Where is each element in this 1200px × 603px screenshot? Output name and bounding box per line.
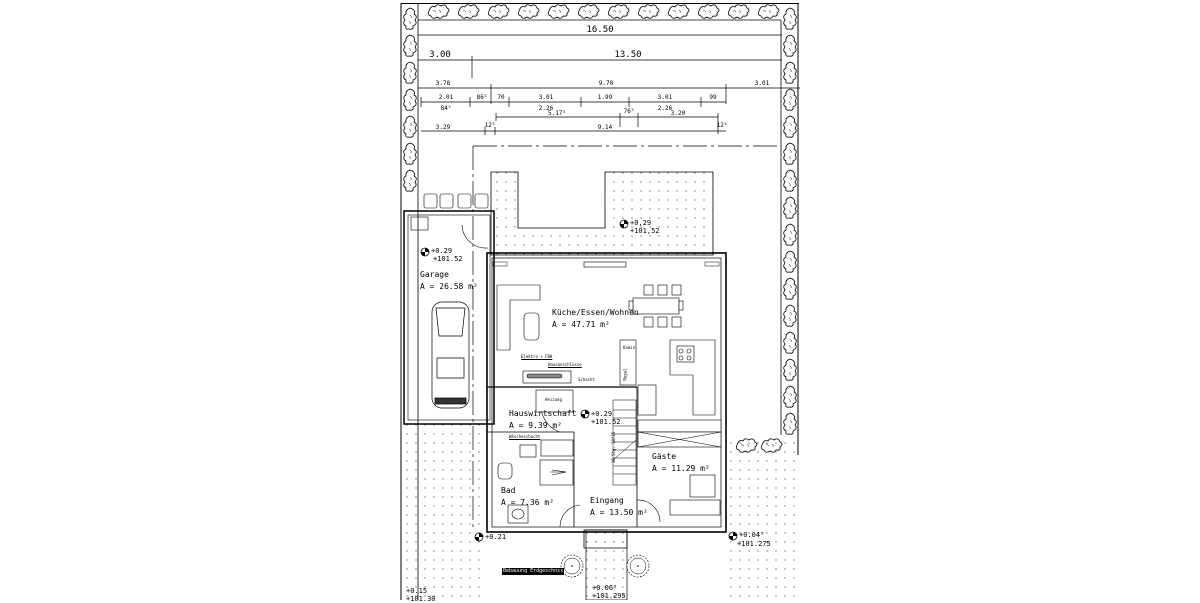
drawing-title-box: Bebauung Erdgeschoss xyxy=(502,568,565,575)
annotation-hausanschluss: Hausanschlüsse xyxy=(548,362,582,367)
room-garage-name: Garage xyxy=(420,270,449,279)
dim-row3-c: 70 xyxy=(497,94,505,101)
level-garage-1: +0.29 xyxy=(431,247,453,255)
level-corner-right-1: +0.04⁵ xyxy=(739,531,765,539)
dim-row3sub-b: 2.26 xyxy=(538,105,554,112)
dim-row3sub-d: 76⁵ xyxy=(623,108,635,115)
dim-row2-a: 3.78 xyxy=(435,80,451,87)
level-hall-2: +101.52 xyxy=(591,418,621,426)
annotation-stairs: 16 Stg. 18/25 xyxy=(611,431,617,464)
level-terrace-2: +101,52 xyxy=(630,227,660,235)
level-garage-2: +101.52 xyxy=(433,255,463,263)
dim-row3-f: 3.01 xyxy=(657,94,673,101)
annotation-elektro: Elektro + FBH xyxy=(521,354,553,359)
terrace-area xyxy=(400,171,798,600)
dim-row3sub-e: 2.26 xyxy=(657,105,673,112)
room-bath-name: Bad xyxy=(501,486,516,495)
car-icon xyxy=(431,301,470,409)
dim-row1-a: 3.00 xyxy=(429,50,451,60)
room-kitchen-name: Küche/Essen/Wohnen xyxy=(552,308,639,317)
level-terrace-1: +0,29 xyxy=(630,219,652,227)
garage-walls xyxy=(403,210,495,425)
dim-row3-d: 3.01 xyxy=(538,94,554,101)
dim-overall: 16.50 xyxy=(586,25,614,35)
annotation-schacht: Schacht xyxy=(578,377,595,382)
room-garage-area: A = 26.58 m² xyxy=(420,282,478,291)
level-hall-1: +0.29 xyxy=(591,410,613,418)
dim-row2-c: 3.01 xyxy=(754,80,770,87)
dim-row3-b: 86⁵ xyxy=(476,94,488,101)
dim-row4-c: 9.14 xyxy=(597,124,613,131)
room-entrance-area: A = 13.50 m² xyxy=(590,508,648,517)
level-bottom-left-1: +0.15 xyxy=(406,587,428,595)
room-entrance-name: Eingang xyxy=(590,496,624,505)
dim-row4-b: 12⁵ xyxy=(484,122,496,129)
dim-row3sub-f: 3.20 xyxy=(670,110,686,117)
dim-row4-a: 3.29 xyxy=(435,124,451,131)
dim-row3sub-c: 5.17⁵ xyxy=(547,110,567,117)
level-corner-right-2: +101.275 xyxy=(737,540,771,548)
annotation-heizung: Heizung xyxy=(545,397,562,402)
staircase xyxy=(612,399,637,486)
dim-row3sub-a: 84⁵ xyxy=(440,105,452,112)
level-path-2: +101.295 xyxy=(592,592,626,600)
level-path-1: +0.06⁵ xyxy=(592,584,618,592)
dim-row2-b: 9.70 xyxy=(598,80,614,87)
annotation-waescheschacht: Wäscheschacht xyxy=(509,434,541,439)
room-guest-area: A = 11.29 m² xyxy=(652,464,710,473)
dim-row4-d: 12⁵ xyxy=(716,122,728,129)
level-corner-left: +0.21 xyxy=(485,533,507,541)
waste-bins xyxy=(423,193,489,209)
room-kitchen-area: A = 47.71 m² xyxy=(552,320,610,329)
furniture xyxy=(496,284,722,524)
room-utility-area: A = 9.39 m² xyxy=(509,421,562,430)
dimension-lines xyxy=(418,34,800,530)
dim-row3-a: 2.01 xyxy=(438,94,454,101)
room-bath-area: A = 7.36 m² xyxy=(501,498,554,507)
annotation-regal: Regal xyxy=(622,368,628,381)
dim-row3-e: 1.99 xyxy=(597,94,613,101)
room-guest-name: Gäste xyxy=(652,452,677,461)
annotation-kamin: Kamin xyxy=(623,345,636,350)
dim-row1-b: 13.50 xyxy=(614,50,642,60)
dim-row3-g: 99 xyxy=(709,94,717,101)
room-utility-name: Hauswirtschaft xyxy=(509,409,577,418)
level-bottom-left-2: +101.30 xyxy=(406,595,436,603)
